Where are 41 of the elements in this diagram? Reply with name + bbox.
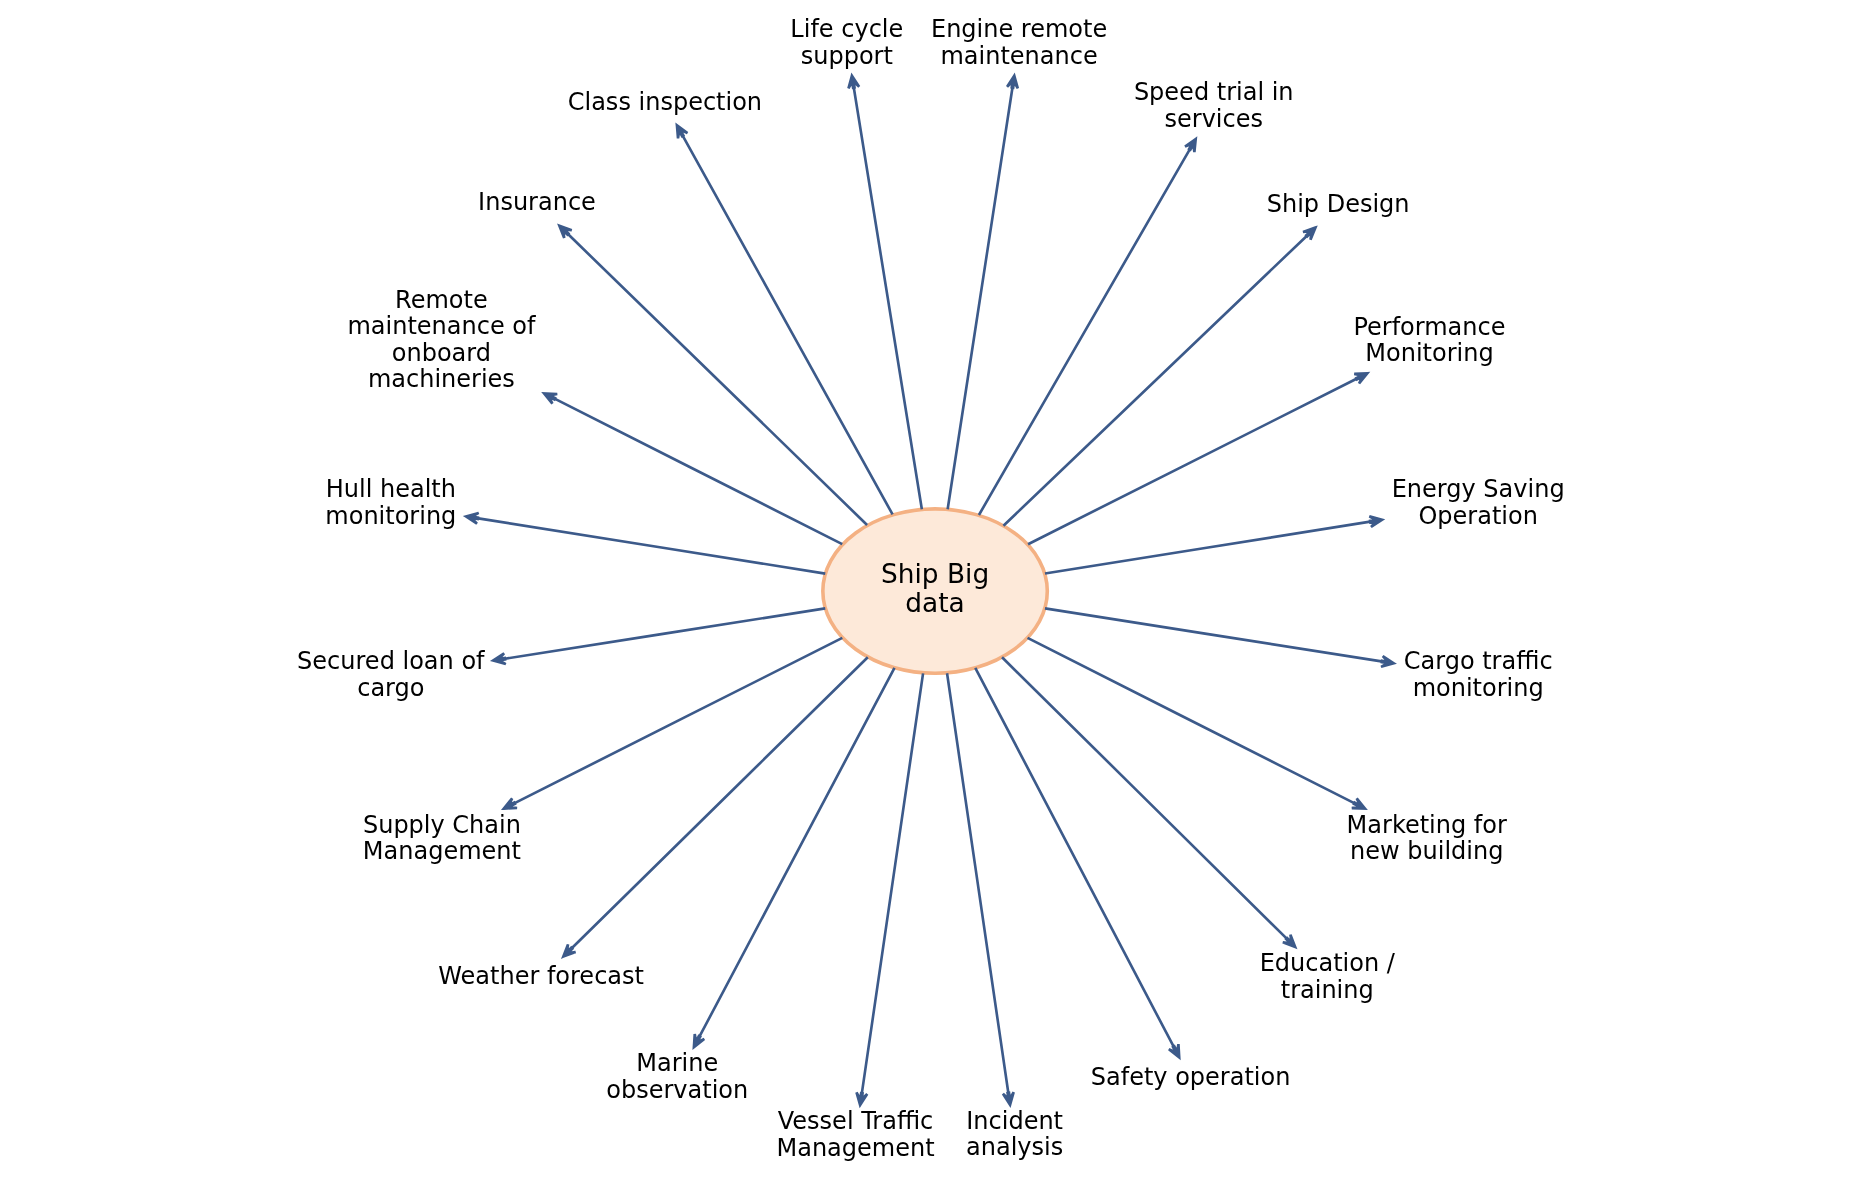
node-text: Insurance [478,187,596,216]
arrow [974,667,1181,1059]
node-text: Cargo traffic monitoring [1403,647,1553,702]
arrow [1001,656,1297,949]
node-text: Incident analysis [966,1107,1064,1162]
arrow [855,673,925,1107]
node-text: Speed trial in services [1133,78,1294,133]
node-text: Life cycle support [790,15,904,70]
arrow [692,667,896,1049]
node-text: Marine observation [606,1049,749,1104]
arrow [977,137,1198,516]
node-text: Energy Saving Operation [1391,475,1565,530]
arrow [558,224,868,526]
node-text: Ship Design [1266,189,1410,218]
arrow [502,636,843,810]
arrow [561,656,869,958]
arrow [1044,607,1396,669]
node-text: Performance Monitoring [1353,312,1506,368]
node-text: Remote maintenance of onboard machineries [347,285,536,394]
node-text: Supply Chain Management [362,810,521,865]
arrow [542,392,843,546]
node-text: Weather forecast [438,962,644,991]
arrow [675,123,894,515]
arrow [464,511,826,575]
arrow [847,74,924,510]
arrow [1002,226,1317,527]
arrow [491,607,826,666]
node-text: Hull health monitoring [325,475,457,530]
node-text: Vessel Traffic Management [776,1107,935,1162]
arrow [1044,515,1384,575]
arrow [946,74,1020,510]
node-text: Marketing for new building [1346,810,1507,866]
arrow [1026,636,1367,810]
node-text: Secured loan of cargo [297,647,485,702]
node-text: Class inspection [567,87,763,116]
arrow [1027,372,1369,546]
node-text: Safety operation [1090,1063,1291,1092]
node-text: Education / training [1259,949,1395,1004]
node-text: Engine remote maintenance [930,15,1108,70]
arrow [945,673,1015,1107]
node-ellipse: Ship Big data [821,507,1050,676]
